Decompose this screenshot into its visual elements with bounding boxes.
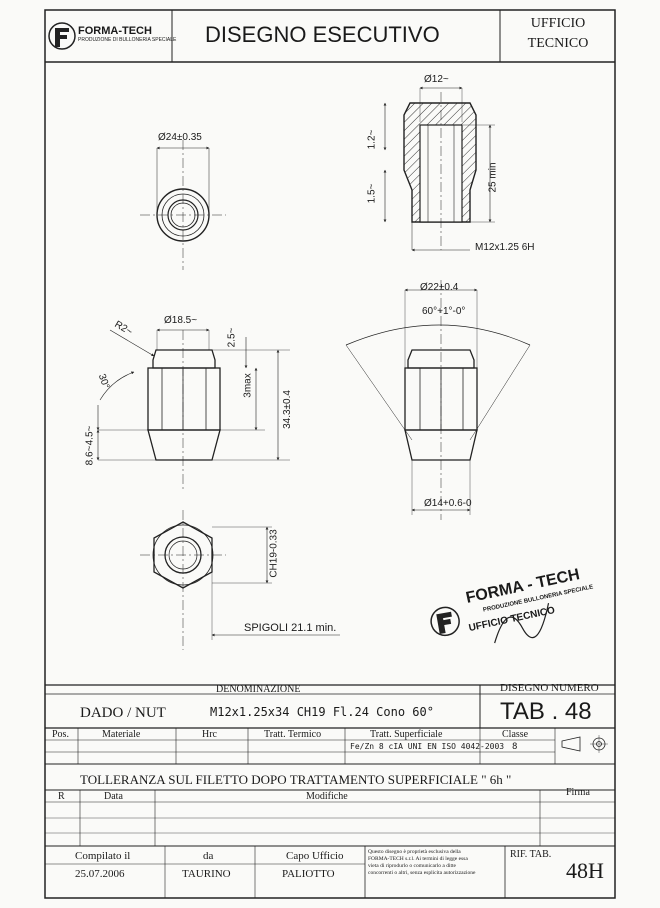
dim-label: SPIGOLI 21.1 min. xyxy=(244,622,337,634)
bottom-view xyxy=(140,510,340,650)
col-changes: Modifiche xyxy=(306,791,348,802)
surface-value: Fe/Zn 8 cIA UNI EN ISO 4042-2003 xyxy=(350,742,505,751)
dim-label: Ø18.5~ xyxy=(164,315,198,326)
dim-label: 3max xyxy=(242,373,254,398)
dim-label: Ø24±0.35 xyxy=(158,132,202,143)
compiled-by: TAURINO xyxy=(182,868,231,880)
col-surface: Tratt. Superficiale xyxy=(370,729,443,740)
denomination-header: DENOMINAZIONE xyxy=(216,684,301,695)
top-view xyxy=(140,140,226,270)
col-heat: Tratt. Termico xyxy=(264,729,322,740)
col-pos: Pos. xyxy=(52,729,69,740)
projection-symbol-icon xyxy=(561,735,608,753)
dim-label: 1.5~ xyxy=(366,183,378,204)
part-name: DADO / NUT xyxy=(80,705,166,721)
drawing-number-header: DISEGNO NUMERO xyxy=(500,682,599,694)
dim-label: 60°+1°-0° xyxy=(422,306,466,317)
office-label: UFFICIO TECNICO xyxy=(527,16,589,51)
company-tagline: PRODUZIONE DI BULLONERIA SPECIALE xyxy=(78,37,177,43)
table-ref-label: RIF. TAB. xyxy=(510,849,552,860)
dim-label: CH19-0.33 xyxy=(268,529,280,578)
col-class: Classe xyxy=(502,729,529,740)
sheet-border xyxy=(44,9,616,899)
table-ref-value: 48H xyxy=(566,858,604,883)
dim-label: 34.3±0.4 xyxy=(281,390,293,429)
dim-label: 8.6~ xyxy=(84,445,96,466)
legal-notice: Questo disegno è proprietà esclusiva del… xyxy=(368,849,476,876)
section-view xyxy=(383,86,495,252)
by-label: da xyxy=(203,850,214,862)
chief-name: PALIOTTO xyxy=(282,868,335,880)
dim-label: Ø12~ xyxy=(424,74,449,85)
chief-label: Capo Ufficio xyxy=(286,850,344,862)
dim-label: Ø22±0.4 xyxy=(420,282,459,293)
dim-label: 1.2~ xyxy=(366,129,378,150)
col-rev: R xyxy=(58,791,65,802)
drawing-number: TAB . 48 xyxy=(500,698,592,725)
dim-label: Ø14+0.6-0 xyxy=(424,498,472,509)
col-signature: Firma xyxy=(566,787,590,798)
angle-view xyxy=(345,280,531,520)
col-date: Data xyxy=(104,791,123,802)
col-hrc: Hrc xyxy=(202,729,217,740)
title-block-lines xyxy=(45,684,615,898)
company-logo xyxy=(48,22,76,50)
part-spec: M12x1.25x34 CH19 Fl.24 Cono 60° xyxy=(210,705,434,719)
side-view xyxy=(96,328,290,490)
compiled-date: 25.07.2006 xyxy=(75,868,125,880)
compiled-label: Compilato il xyxy=(75,850,131,862)
company-name: FORMA-TECH PRODUZIONE DI BULLONERIA SPEC… xyxy=(78,25,177,43)
dim-label: M12x1.25 6H xyxy=(475,242,535,253)
dim-label: 4.5~ xyxy=(84,425,96,446)
company-stamp xyxy=(430,603,550,644)
dim-label: 2.5~ xyxy=(226,327,238,348)
tolerance-note: TOLLERANZA SUL FILETTO DOPO TRATTAMENTO … xyxy=(80,772,512,787)
dim-label: 25 min xyxy=(487,162,499,193)
class-value: 8 xyxy=(512,742,518,752)
page-title: DISEGNO ESECUTIVO xyxy=(205,22,440,47)
col-material: Materiale xyxy=(102,729,141,740)
